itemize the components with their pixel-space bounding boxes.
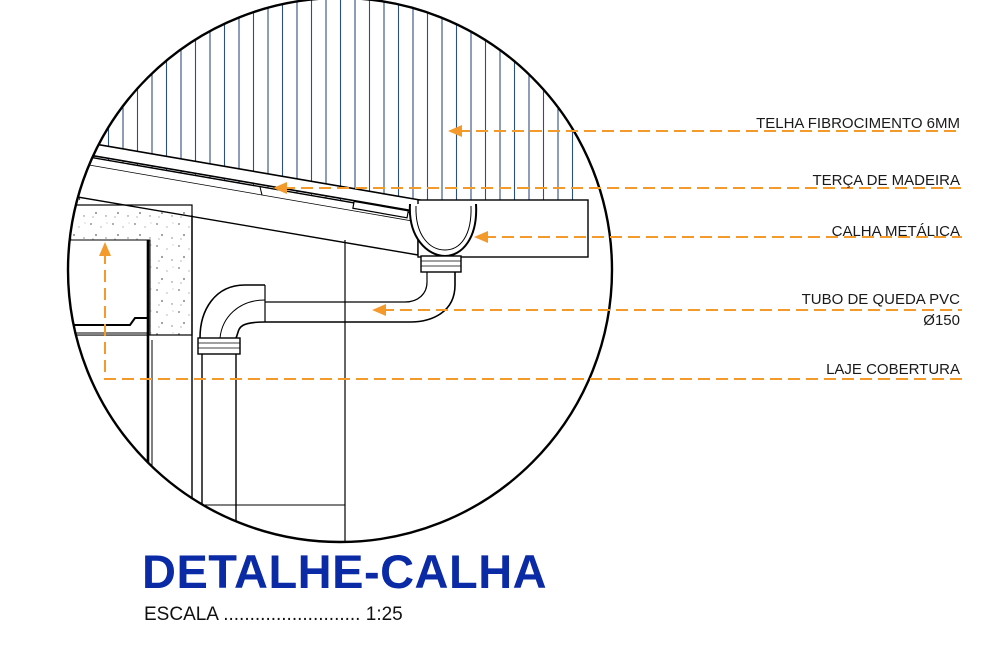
- detail-circle: [66, 0, 614, 544]
- detail-circle-content: [68, 0, 589, 542]
- downpipe-run: [235, 272, 456, 339]
- label-downpipe-diameter: Ø150: [923, 312, 960, 329]
- label-downpipe: TUBO DE QUEDA PVC: [802, 291, 961, 308]
- flashing: [68, 317, 148, 326]
- scale-dots: ..........................: [217, 604, 361, 625]
- leader-lines: [104, 130, 962, 380]
- scale-label: ESCALA: [144, 604, 218, 625]
- timber-purlin: [352, 200, 409, 219]
- pipe-coupling-bottom: [197, 337, 241, 355]
- scale-value: 1:25: [360, 604, 403, 625]
- leader-arrowheads: [99, 125, 488, 316]
- label-roof-slab: LAJE COBERTURA: [826, 361, 960, 378]
- drawing-title: DETALHE-CALHA: [142, 545, 548, 598]
- label-roof-tile: TELHA FIBROCIMENTO 6MM: [756, 115, 960, 132]
- pipe-coupling-top: [420, 255, 462, 273]
- drawing-scale: ESCALA .......................... 1:25: [144, 604, 403, 626]
- label-metal-gutter: CALHA METÁLICA: [832, 223, 960, 240]
- label-timber-purlin: TERÇA DE MADEIRA: [812, 172, 960, 189]
